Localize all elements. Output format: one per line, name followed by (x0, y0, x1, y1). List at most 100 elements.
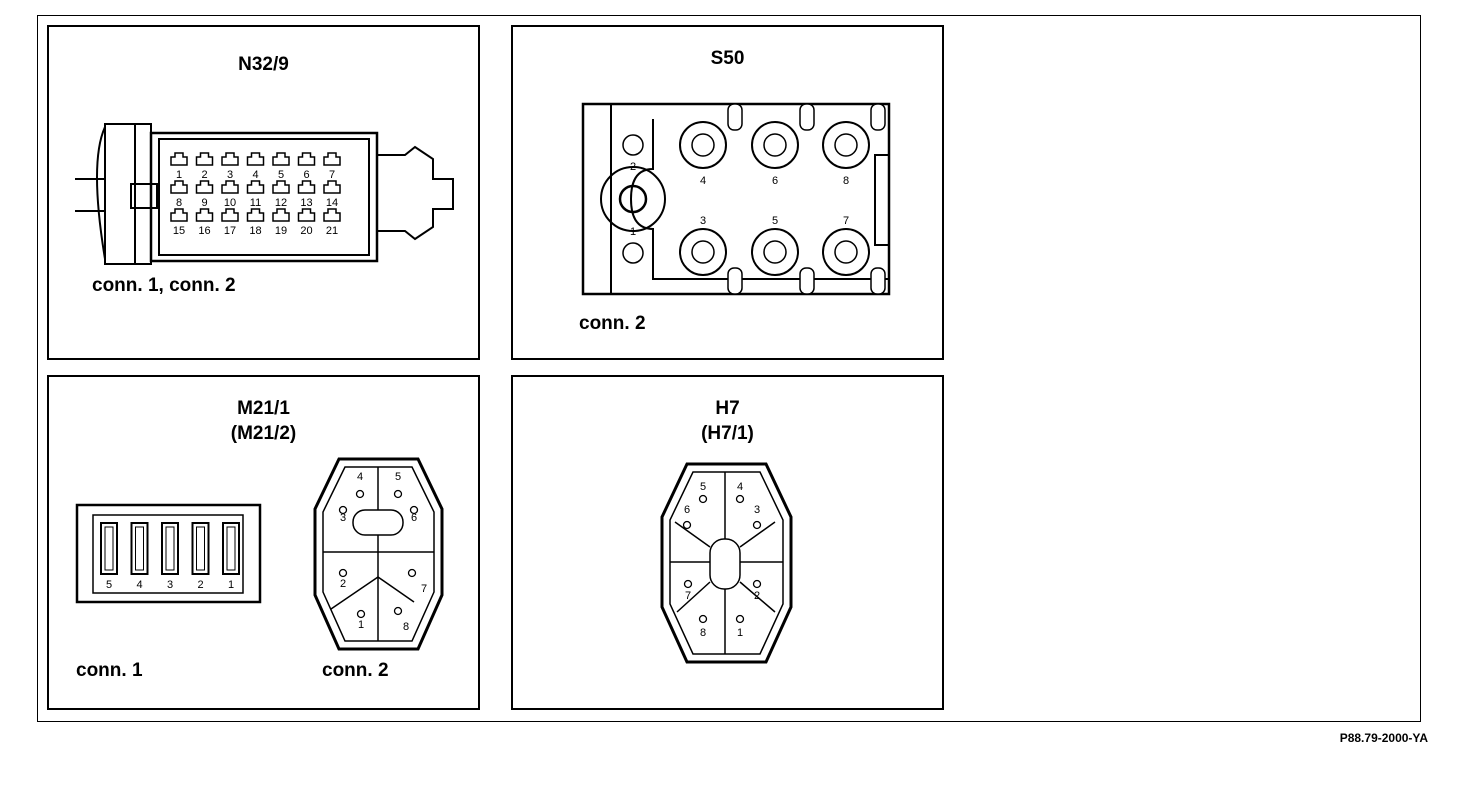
pin-socket (246, 208, 265, 222)
pin-label: 5 (106, 579, 112, 591)
pin-contact (355, 489, 365, 499)
pin-label: 1 (176, 169, 182, 181)
pin-label: 3 (340, 512, 346, 524)
conn2-label: conn. 2 (322, 660, 389, 681)
pin-1 (622, 242, 644, 264)
pin-contact (393, 606, 403, 616)
pin-label: 1 (737, 627, 743, 639)
pin-label: 21 (326, 225, 338, 237)
pin-label: 8 (176, 197, 182, 209)
pin-label: 4 (252, 169, 258, 181)
pin-contact (752, 579, 762, 589)
pin-socket (195, 152, 214, 166)
pin-label: 7 (329, 169, 335, 181)
pin-label: 2 (201, 169, 207, 181)
panel-title: N32/9 (238, 54, 289, 75)
conn-label: conn. 1, conn. 2 (92, 275, 236, 296)
blade-pin (191, 522, 210, 575)
pin-contact (407, 568, 417, 578)
pin-label: 5 (278, 169, 284, 181)
blade-pin (161, 522, 179, 575)
pin-socket (297, 180, 316, 194)
pin-label: 8 (700, 627, 706, 639)
pin-label: 20 (300, 225, 312, 237)
pin-label: 2 (197, 579, 203, 591)
pin-label: 16 (198, 225, 210, 237)
blade-inner (135, 526, 144, 571)
panel-subtitle: (H7/1) (701, 423, 754, 444)
pin-label: 1 (358, 619, 364, 631)
pin-label: 14 (326, 197, 338, 209)
pin-boss (751, 121, 799, 169)
pin-socket (170, 152, 188, 166)
pin-label: 5 (700, 481, 706, 493)
pin-contact (338, 568, 348, 578)
pin-label: 11 (250, 197, 261, 209)
pin-label: 1 (630, 226, 636, 238)
pin-contact (683, 579, 693, 589)
pin-label: 6 (411, 512, 417, 524)
pin-label: 13 (300, 197, 312, 209)
key-notch (870, 103, 886, 131)
pin-label: 3 (754, 504, 760, 516)
pin-label: 8 (843, 175, 849, 187)
pin-label: 4 (737, 481, 743, 493)
pin-socket (297, 208, 316, 222)
pin-boss (822, 228, 870, 276)
pin-contact (698, 494, 708, 504)
pin-label: 5 (772, 215, 778, 227)
pin-contact (356, 609, 366, 619)
pin-socket (297, 152, 316, 166)
pin-label: 8 (403, 621, 409, 633)
conn1-label: conn. 1 (76, 660, 143, 681)
panel-title: M21/1 (237, 398, 290, 419)
pin-label: 4 (700, 175, 706, 187)
pin-hole (691, 240, 715, 264)
pin-contact (698, 614, 708, 624)
blade-pin (130, 522, 149, 575)
pin-contact (682, 520, 692, 530)
blade-inner (165, 526, 175, 571)
pin-label: 6 (772, 175, 778, 187)
pin-contact (752, 520, 762, 530)
blade-pin (222, 522, 240, 575)
pin-label: 9 (201, 197, 207, 209)
pin-label: 3 (227, 169, 233, 181)
pin-contact (393, 489, 403, 499)
pin-socket (323, 152, 341, 166)
pin-hole (834, 133, 858, 157)
pin-socket (170, 208, 188, 222)
pin-label: 3 (167, 579, 173, 591)
pin-label: 2 (340, 578, 346, 590)
pin-label: 6 (303, 169, 309, 181)
pin-socket (221, 152, 239, 166)
pin-boss (679, 228, 727, 276)
panel-title: H7 (715, 398, 740, 419)
pin-label: 18 (249, 225, 261, 237)
pin-socket (272, 208, 290, 222)
pin-socket (221, 180, 239, 194)
pin-contact (338, 505, 348, 515)
pin-hole (834, 240, 858, 264)
pin-socket (195, 180, 214, 194)
figure-reference: P88.79-2000-YA (1339, 731, 1428, 745)
blade-inner (226, 526, 236, 571)
pin-boss (679, 121, 727, 169)
blade-pin (100, 522, 118, 575)
pin-label: 2 (630, 161, 636, 173)
pin-label: 10 (224, 197, 236, 209)
pin-label: 5 (395, 471, 401, 483)
pin-contact (409, 505, 419, 515)
pin-contact (735, 494, 745, 504)
pin-socket (195, 208, 214, 222)
key-notch (727, 267, 743, 295)
pin-boss (822, 121, 870, 169)
key-notch (727, 103, 743, 131)
